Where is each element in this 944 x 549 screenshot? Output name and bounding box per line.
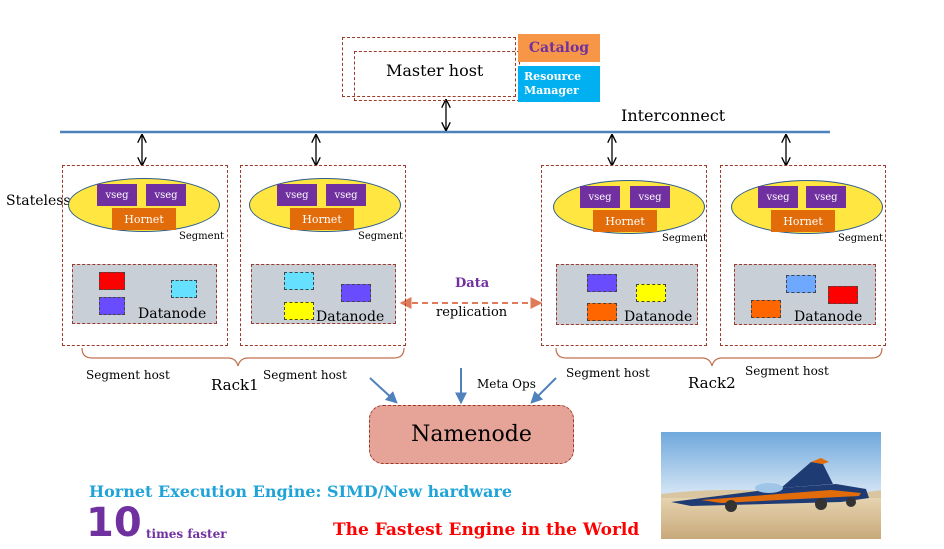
vseg-box: vseg	[580, 186, 620, 208]
data-block-orange	[587, 303, 617, 321]
namenode-arrow-left	[369, 377, 398, 404]
data-block-yellow	[636, 284, 666, 302]
master-host-label: Master host	[386, 61, 484, 80]
hornet-box: Hornet	[290, 208, 354, 230]
data-block-yellow	[284, 302, 314, 320]
rack1-brace	[81, 347, 405, 367]
datanode-label: Datanode	[316, 309, 385, 325]
data-block-lightblue	[786, 275, 816, 293]
data-label: Data	[455, 276, 490, 291]
vseg-box: vseg	[630, 186, 670, 208]
datanode-label: Datanode	[794, 309, 863, 325]
rack2-brace	[555, 347, 883, 367]
hornet-box: Hornet	[112, 208, 176, 230]
segment-label: Segment	[358, 231, 404, 242]
rack2-label: Rack2	[688, 374, 736, 392]
segment-host-3	[541, 165, 707, 346]
segment-host-4	[720, 165, 886, 346]
vseg-box: vseg	[758, 186, 798, 208]
data-block-purple	[99, 297, 125, 315]
data-block-purple	[587, 274, 617, 292]
resource-manager-badge: Resource Manager	[518, 66, 600, 102]
data-block-orange	[751, 300, 781, 318]
hornet-headline: Hornet Execution Engine: SIMD/New hardwa…	[89, 482, 512, 501]
segment-host-1	[62, 165, 228, 346]
segment-host-label: Segment host	[745, 364, 829, 378]
vseg-box: vseg	[277, 184, 317, 206]
segment-host-label: Segment host	[86, 368, 170, 382]
interconnect-label: Interconnect	[621, 106, 726, 125]
datanode-label: Datanode	[138, 306, 207, 322]
ten-number: 10	[86, 500, 142, 546]
race-car-image	[661, 432, 881, 539]
data-block-purple	[341, 284, 371, 302]
vseg-box: vseg	[806, 186, 846, 208]
namenode-arrow-right	[530, 377, 557, 404]
segment-label: Segment	[662, 233, 708, 244]
datanode-label: Datanode	[624, 309, 693, 325]
master-host-outer-box	[342, 37, 516, 97]
rack1-label: Rack1	[211, 376, 259, 394]
data-block-cyan	[284, 272, 314, 290]
datanode-panel-2	[251, 264, 396, 324]
segment-host-label: Segment host	[566, 366, 650, 380]
data-block-cyan	[171, 280, 197, 298]
datanode-panel-3	[556, 264, 698, 325]
segment-host-label: Segment host	[263, 368, 347, 382]
data-block-red	[828, 286, 858, 304]
fastest-engine-label: The Fastest Engine in the World	[333, 520, 640, 540]
catalog-badge: Catalog	[518, 34, 600, 62]
data-block-red	[99, 272, 125, 290]
replication-label: replication	[436, 305, 508, 320]
segment-label: Segment	[838, 233, 884, 244]
stateless-label: Stateless	[6, 193, 71, 209]
meta-ops-label: Meta Ops	[477, 377, 536, 391]
vseg-box: vseg	[146, 184, 186, 206]
segment-label: Segment	[179, 231, 225, 242]
vseg-box: vseg	[97, 184, 137, 206]
namenode-box: Namenode	[369, 405, 574, 464]
vseg-box: vseg	[326, 184, 366, 206]
segment-host-2	[240, 165, 406, 346]
hornet-box: Hornet	[593, 210, 657, 232]
hornet-box: Hornet	[771, 210, 835, 232]
times-faster-label: times faster	[146, 527, 227, 541]
